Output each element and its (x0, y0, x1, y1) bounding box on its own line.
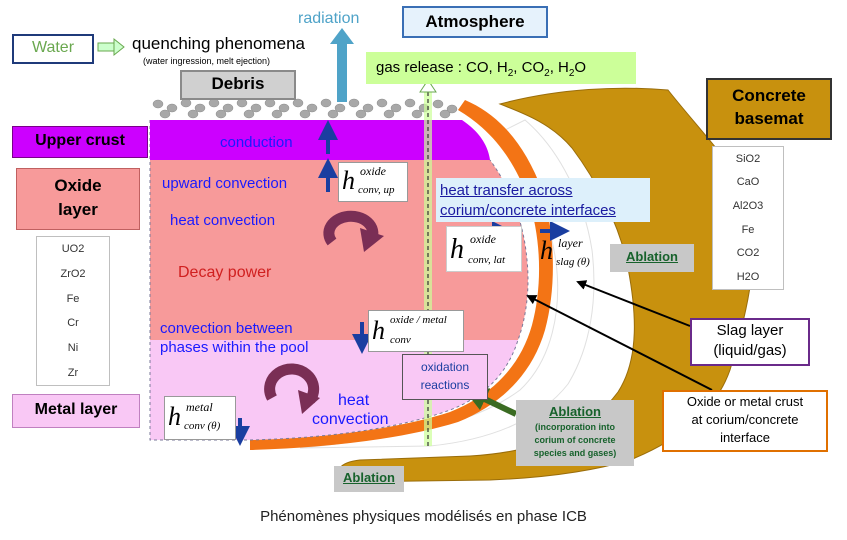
crust-interface-label-3: interface (720, 430, 770, 445)
h-oxide-lat-sup: oxide (470, 232, 496, 246)
quenching-sublabel: (water ingression, melt ejection) (143, 56, 271, 66)
h-slag-letter: h (540, 236, 553, 265)
ablation-mid-sublabel-3: species and gases) (533, 448, 617, 458)
ablation-bottom-box (334, 466, 404, 492)
slag-pointer-arrow (576, 280, 691, 327)
quenching-label: quenching phenomena (132, 34, 305, 53)
ablation-mid-sublabel-1: (incorporation into (535, 422, 615, 432)
h-slag-sup: layer (558, 236, 583, 250)
h-metal-box (164, 396, 236, 440)
metal-layer-box (12, 394, 140, 428)
concrete-components-list: SiO2 CaO Al2O3 Fe CO2 H2O (712, 146, 784, 290)
atmosphere-label: Atmosphere (425, 12, 525, 31)
oxide-component: ZrO2 (60, 267, 86, 280)
radiation-label: radiation (298, 10, 360, 27)
slag-layer-label-1: Slag layer (716, 322, 784, 339)
convection-between-label-2: phases within the pool (160, 339, 309, 356)
concrete-component: Fe (741, 223, 755, 236)
conduction-label: conduction (220, 134, 293, 151)
crust-interface-box (662, 390, 828, 452)
figure-caption: Phénomènes physiques modélisés en phase … (260, 508, 587, 525)
concrete-component: CaO (736, 176, 760, 189)
pool-outline (149, 120, 529, 441)
radiation-arrow (330, 28, 354, 102)
water-box (12, 34, 94, 64)
convection-between-label-1: convection between (160, 320, 293, 337)
h-oxide-up-letter: h (342, 166, 355, 195)
ablation-mid-sublabel-2: corium of concrete (534, 435, 616, 445)
upper-crust-label: Upper crust (35, 132, 125, 149)
gas-release-column (424, 84, 432, 446)
oxide-layer-box (16, 168, 140, 230)
atmosphere-box (402, 6, 548, 38)
crust-interface-label-2: at corium/concrete (691, 412, 799, 427)
oxide-layer-label-2: layer (58, 200, 98, 219)
heat-transfer-box (436, 178, 650, 222)
concrete-basemat-label-1: Concrete (732, 86, 806, 105)
oxide-component: Cr (67, 317, 79, 330)
gas-release-box (366, 52, 636, 84)
decay-power-label: Decay power (178, 264, 272, 281)
concrete-component: SiO2 (735, 152, 761, 165)
heat-transfer-label-1: heat transfer across (440, 182, 573, 199)
h-oxide-metal-sub: conv (390, 334, 411, 346)
crust-interface-label-1: Oxide or metal crust (686, 394, 804, 409)
swirl-icon-metal (264, 363, 320, 414)
h-oxide-metal-sup: oxide / metal (390, 314, 447, 326)
oxide-component: UO2 (61, 243, 85, 256)
oxidation-box (402, 354, 488, 400)
h-oxide-up-box (338, 162, 408, 202)
concrete-component: H2O (736, 271, 760, 284)
debris-pebbles (152, 98, 458, 119)
oxide-component: Zr (67, 366, 79, 379)
debris-box (180, 70, 296, 100)
h-oxide-up-sub: conv, up (358, 184, 395, 196)
h-slag-sub: slag (θ) (556, 256, 590, 268)
debris-label: Debris (211, 74, 265, 93)
h-oxide-lat-sub: conv, lat (468, 254, 506, 266)
h-metal-sub: conv (θ) (184, 420, 221, 432)
h-metal-letter: h (168, 402, 181, 431)
h-metal-sup: metal (186, 400, 213, 414)
heat-convection-top-label: heat convection (170, 212, 276, 229)
water-arrow (97, 37, 125, 57)
slag-layer-label-2: (liquid/gas) (713, 342, 787, 359)
oxidation-label-1: oxidation (420, 360, 470, 374)
h-oxide-lat-box (446, 226, 522, 272)
concrete-component: Al2O3 (732, 200, 764, 213)
h-oxide-metal-box (368, 310, 464, 352)
water-label: Water (31, 39, 75, 56)
h-oxide-up-sup: oxide (360, 164, 386, 178)
slag-layer-shape (299, 119, 595, 449)
oxide-pool-shape (150, 160, 528, 340)
upward-convection-label: upward convection (162, 175, 288, 192)
metal-layer-label: Metal layer (34, 401, 118, 418)
ablation-right-box (610, 244, 694, 272)
oxide-component: Fe (66, 292, 80, 305)
oxidation-label-2: reactions (420, 378, 470, 392)
slag-layer-box (690, 318, 810, 366)
crust-pointer-arrow (526, 295, 713, 391)
h-oxide-metal-letter: h (372, 316, 385, 345)
gas-release-label: gas release : CO, H2, CO2, H2O (376, 59, 587, 79)
heat-convection-bottom-label-1: heat (338, 392, 370, 409)
oxide-layer-label-1: Oxide (54, 176, 102, 195)
gas-release-arrowhead (419, 79, 437, 93)
concrete-basemat-box (706, 78, 832, 140)
ablation-right-label: Ablation (626, 249, 678, 264)
heat-convection-bottom-label-2: convection (312, 411, 389, 428)
heat-transfer-label-2: corium/concrete interfaces (440, 202, 616, 219)
ablation-mid-box (516, 400, 634, 466)
concrete-component: CO2 (736, 247, 760, 260)
ablation-mid-label: Ablation (549, 404, 601, 419)
oxide-components-list: UO2 ZrO2 Fe Cr Ni Zr (36, 236, 110, 386)
swirl-icon-oxide (323, 210, 384, 252)
oxide-component: Ni (67, 341, 79, 354)
upper-crust-box (12, 126, 148, 158)
h-oxide-lat-letter: h (450, 234, 464, 265)
concrete-basemat-label-2: basemat (734, 109, 804, 128)
upper-crust-bar (150, 120, 490, 160)
ablation-bottom-label: Ablation (343, 470, 395, 485)
